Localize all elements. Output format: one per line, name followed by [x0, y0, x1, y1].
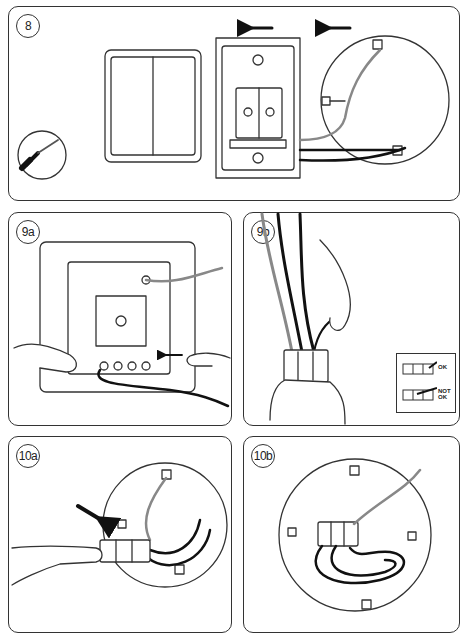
direction-arrow — [252, 27, 272, 30]
step-number: 9b — [251, 220, 275, 244]
direction-arrow — [330, 27, 350, 30]
step-number: 8 — [16, 14, 40, 38]
step-number: 10b — [251, 444, 275, 468]
step-panel: 8 — [8, 6, 460, 201]
inset-label: NOT OK — [438, 388, 452, 400]
switch-mechanism — [216, 38, 300, 178]
connector-icon — [401, 360, 437, 376]
wires-into-connector — [262, 214, 350, 424]
step-number: 10a — [16, 444, 40, 468]
wall-box-connector — [12, 463, 227, 587]
step-panel: 9bOK NOT OK — [243, 212, 460, 426]
connector-icon — [401, 386, 437, 402]
step-number: 9a — [16, 220, 40, 244]
mechanism-in-hand — [14, 242, 230, 406]
inset-label: OK — [438, 364, 452, 370]
step-panel: 9a — [8, 212, 232, 426]
switch-cover — [105, 50, 201, 162]
inset-box: OK NOT OK — [396, 353, 456, 413]
wall-box-connector — [279, 459, 431, 611]
step-panel: 10b — [243, 436, 460, 633]
screwdriver-icon — [18, 131, 66, 179]
step-panel: 10a — [8, 436, 232, 633]
wall-box — [300, 36, 449, 164]
